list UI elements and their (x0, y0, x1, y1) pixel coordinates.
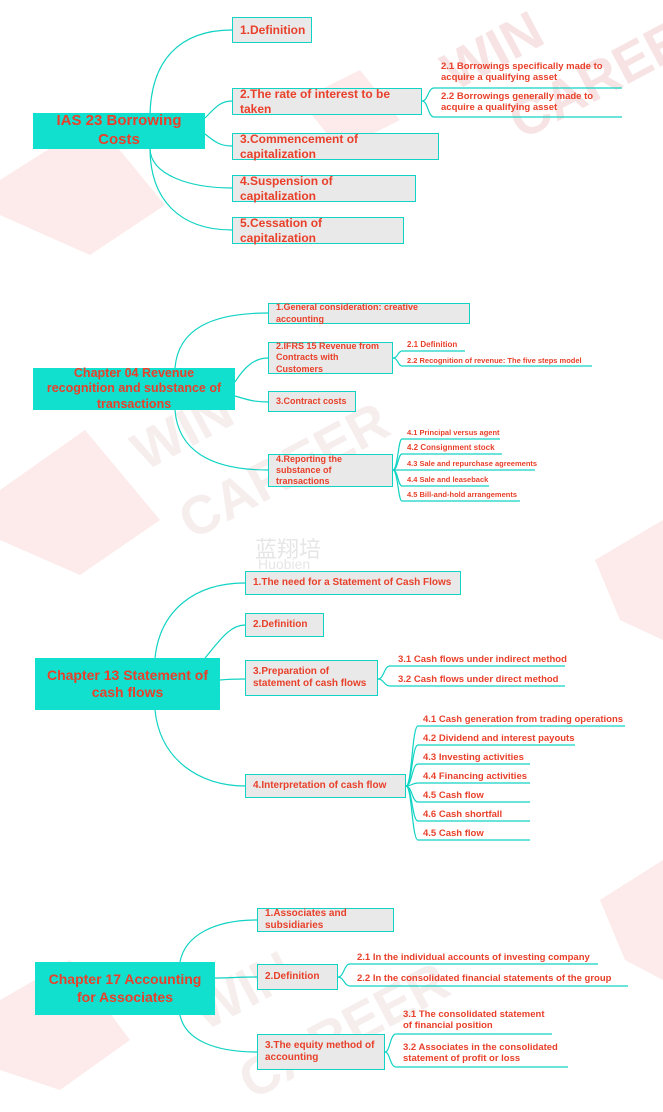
map2-branch-general-consideration: 1.General consideration: creative accoun… (268, 302, 470, 324)
connector (392, 350, 403, 359)
connector (179, 1014, 258, 1053)
map1-branch-suspension: 4.Suspension of capitalization (232, 174, 416, 203)
connector (214, 976, 258, 979)
map3-branch-preparation: 3.Preparation of statement of cash flows (245, 660, 378, 696)
connector (154, 582, 246, 659)
map4-branch-equity-method: 3.The equity method of accounting (257, 1034, 385, 1070)
map2-leaf-definition: 2.1 Definition (407, 340, 458, 349)
map4-leaf-profit-or-loss: 3.2 Associates in the consolidated state… (403, 1042, 558, 1065)
map4-branch-associates-subsidiaries: 1.Associates and subsidiaries (257, 908, 394, 932)
map3-leaf-cash-flow: 4.5 Cash flow (423, 790, 484, 801)
map3-leaf-direct-method: 3.2 Cash flows under direct method (398, 674, 559, 685)
map3-leaf-cash-shortfall: 4.6 Cash shortfall (423, 809, 503, 820)
map4-branch-definition: 2.Definition (257, 964, 338, 990)
map4-root-node: Chapter 17 Accounting for Associates (35, 962, 215, 1015)
map3-leaf-cash-flow-2: 4.5 Cash flow (423, 828, 484, 839)
map1-leaf-general-borrowings: 2.2 Borrowings generally made to acquire… (441, 91, 594, 114)
map1-branch-definition: 1.Definition (232, 17, 312, 43)
connector (234, 357, 269, 383)
connector (174, 409, 269, 471)
map2-branch-contract-costs: 3.Contract costs (268, 391, 356, 412)
map1-branch-rate-of-interest: 2.The rate of interest to be taken (232, 87, 422, 116)
map2-leaf-five-steps-model: 2.2 Recognition of revenue: The five ste… (407, 356, 582, 365)
map2-leaf-principal-agent: 4.1 Principal versus agent (407, 428, 500, 437)
map3-leaf-indirect-method: 3.1 Cash flows under indirect method (398, 654, 567, 665)
connector (204, 133, 233, 147)
map3-leaf-trading-operations: 4.1 Cash generation from trading operati… (423, 714, 624, 725)
map4-leaf-consolidated-statements: 2.2 In the consolidated financial statem… (357, 973, 612, 984)
map3-leaf-financing-activities: 4.4 Financing activities (423, 771, 528, 782)
map4-leaf-individual-accounts: 2.1 In the individual accounts of invest… (357, 952, 590, 963)
map2-branch-reporting-substance: 4.Reporting the substance of transaction… (268, 454, 393, 487)
map3-root-node: Chapter 13 Statement of cash flows (35, 658, 220, 710)
map3-branch-interpretation: 4.Interpretation of cash flow (245, 774, 406, 798)
connector (174, 312, 269, 369)
map2-root-node: Chapter 04 Revenue recognition and subst… (33, 366, 235, 411)
map3-branch-definition: 2.Definition (245, 613, 324, 637)
map4-leaf-financial-position: 3.1 The consolidated statement of financ… (403, 1009, 545, 1032)
connector (377, 678, 391, 687)
map2-leaf-bill-and-hold: 4.5 Bill-and-hold arrangements (407, 490, 518, 499)
connector (392, 469, 403, 502)
connector (384, 1033, 397, 1053)
connector (204, 100, 233, 119)
map3-leaf-dividend-interest: 4.2 Dividend and interest payouts (423, 733, 575, 744)
connector (219, 678, 246, 681)
connector (149, 29, 233, 119)
map3-branch-need-for-statement: 1.The need for a Statement of Cash Flows (245, 571, 461, 595)
connector (337, 976, 351, 987)
connector (392, 357, 403, 367)
connector (179, 919, 258, 963)
map2-branch-ifrs15: 2.IFRS 15 Revenue from Contracts with Cu… (268, 341, 393, 374)
connector (421, 100, 435, 118)
connector (384, 1051, 397, 1068)
map1-root-node: IAS 23 Borrowing Costs (33, 112, 205, 149)
connector (149, 147, 233, 189)
map3-leaf-investing-activities: 4.3 Investing activities (423, 752, 524, 763)
connector (421, 87, 435, 102)
connector (234, 395, 269, 403)
map2-leaf-sale-repurchase: 4.3 Sale and repurchase agreements (407, 459, 538, 468)
connector (149, 147, 233, 231)
map1-branch-commencement: 3.Commencement of capitalization (232, 132, 439, 161)
map2-leaf-consignment-stock: 4.2 Consignment stock (407, 443, 495, 452)
connector (154, 709, 246, 787)
connector (337, 963, 351, 978)
map1-branch-cessation: 5.Cessation of capitalization (232, 216, 404, 245)
connector (377, 665, 391, 680)
connector (405, 785, 419, 841)
map1-leaf-specific-borrowings: 2.1 Borrowings specifically made to acqu… (441, 61, 603, 84)
connector (204, 624, 246, 659)
map2-leaf-sale-leaseback: 4.4 Sale and leaseback (407, 475, 489, 484)
